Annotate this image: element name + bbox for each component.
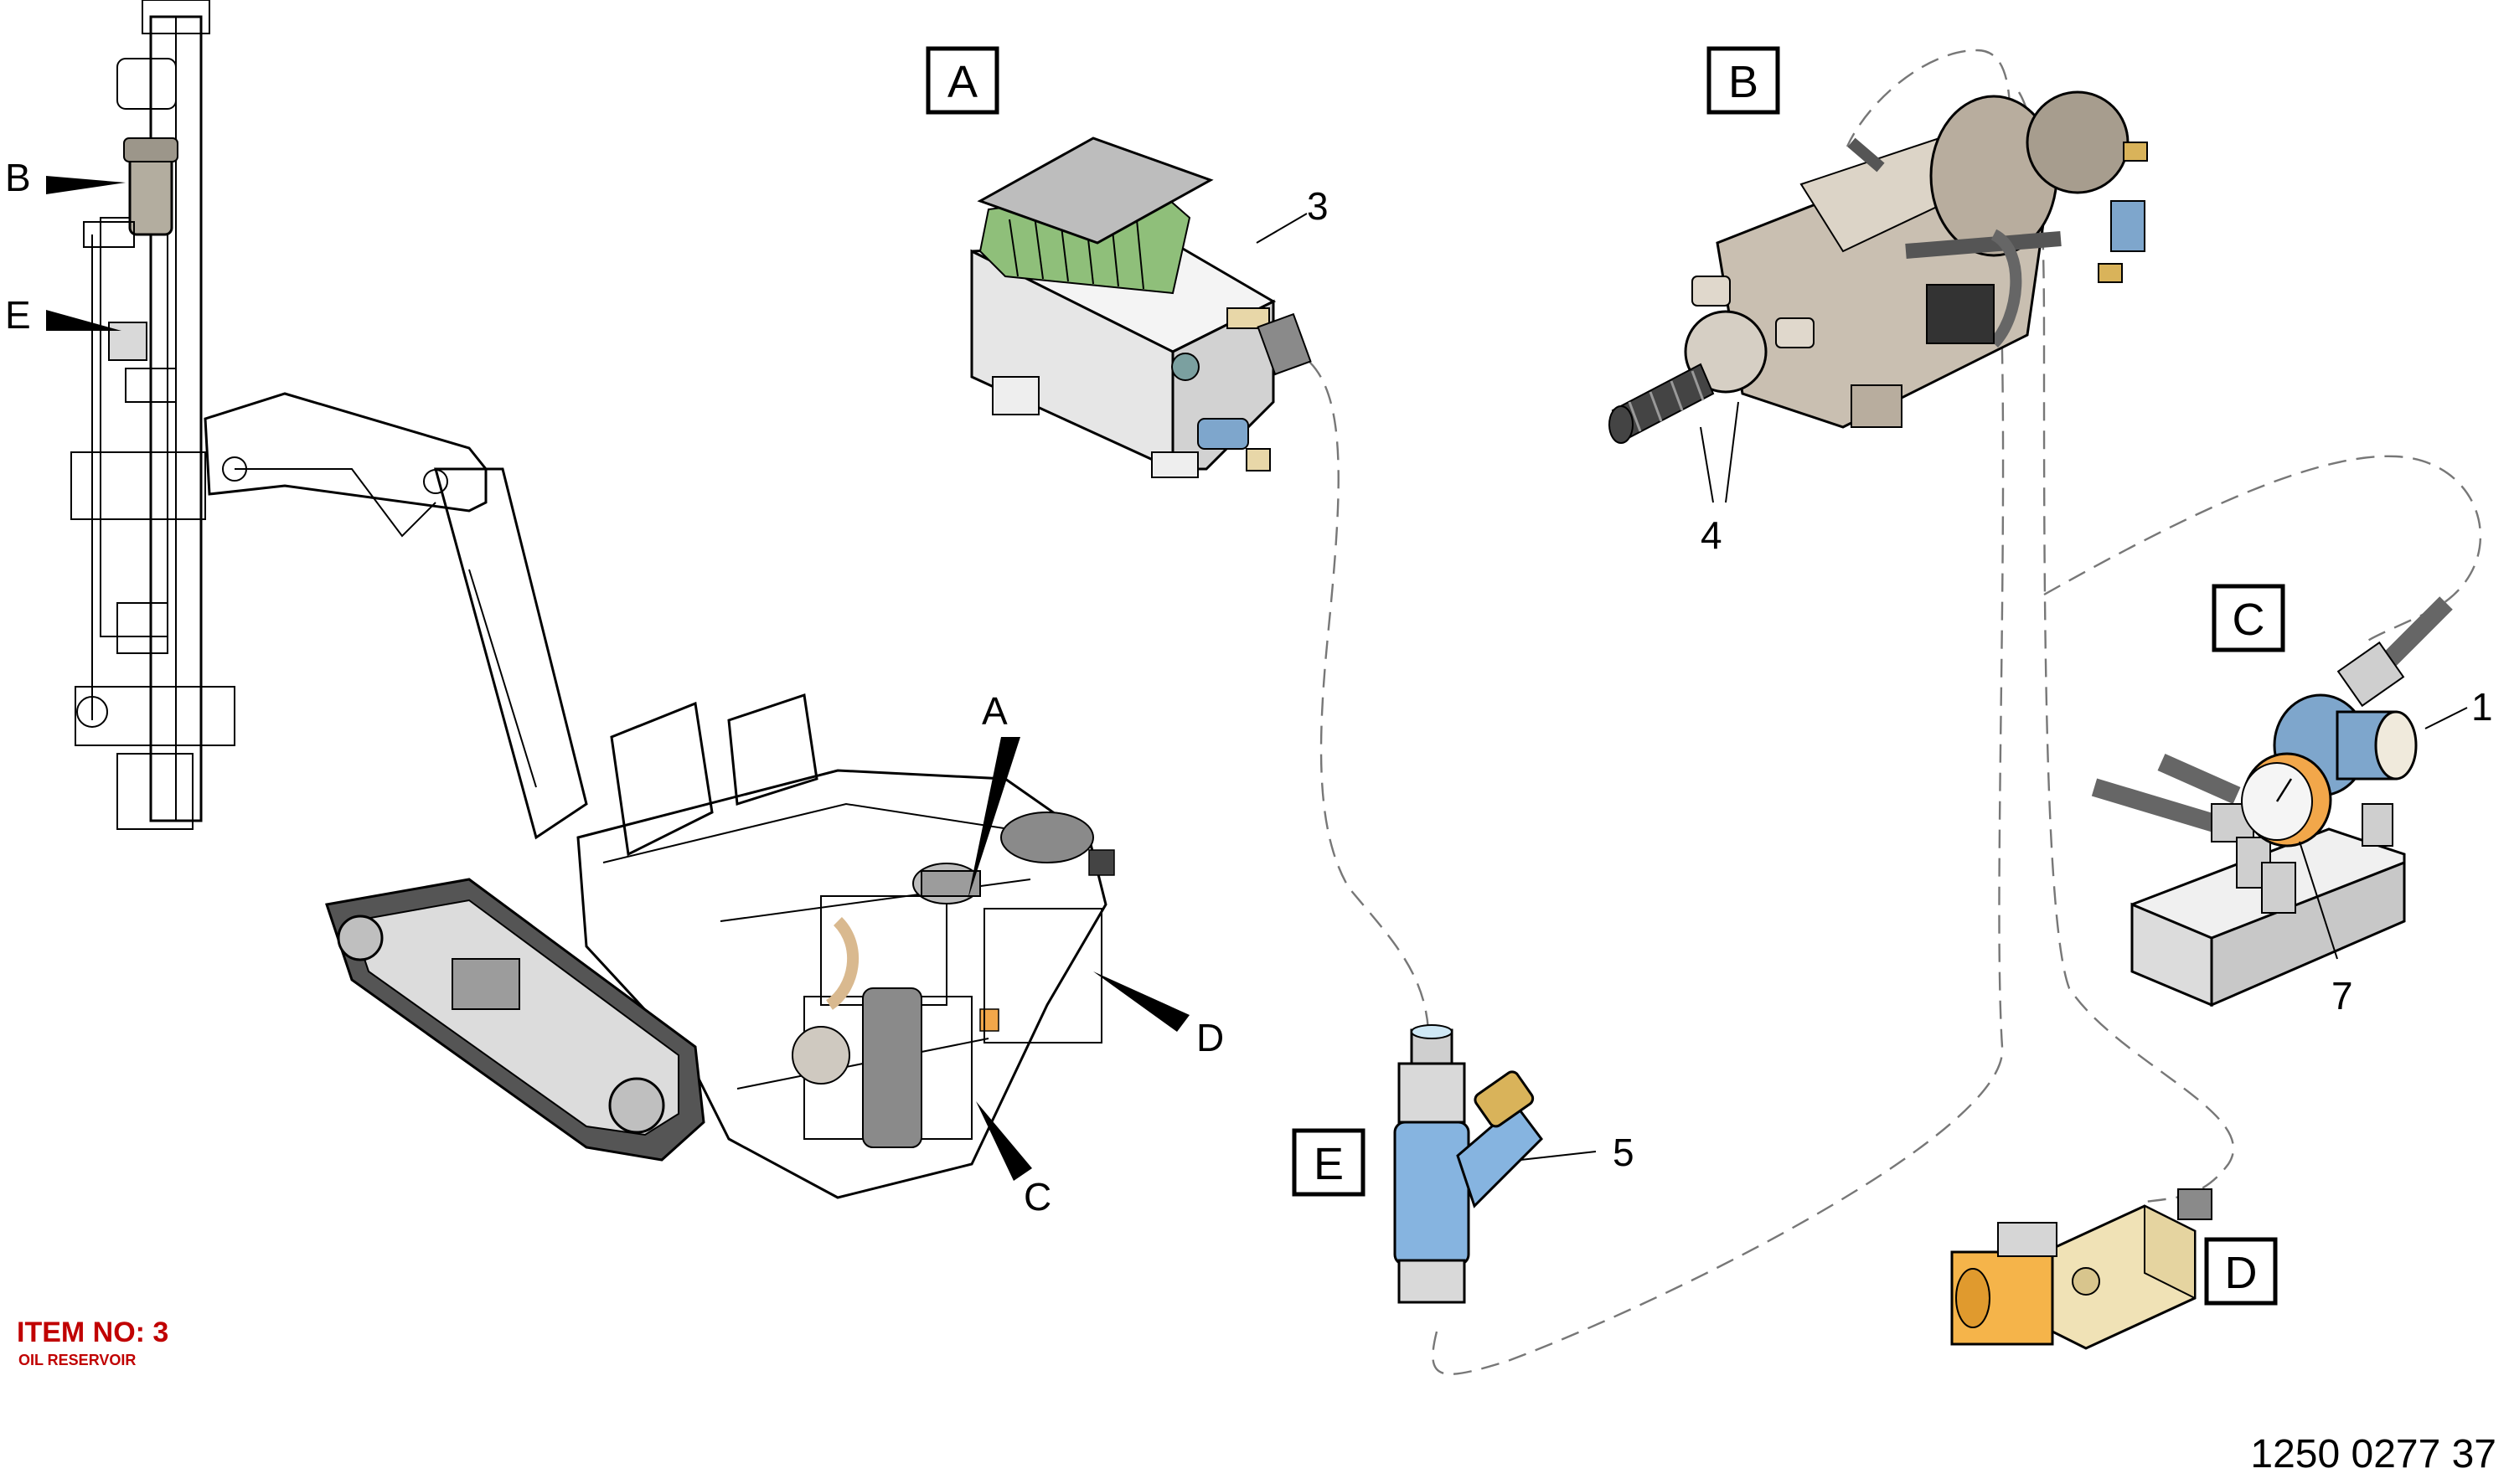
carrier-body (576, 693, 1115, 1199)
lubrication-line-valve-to-solenoid (2043, 455, 2482, 646)
machine-marker-a: A (968, 689, 1020, 900)
document-number: 1250 0277 37 (2250, 1432, 2496, 1476)
boom (204, 392, 588, 840)
machine-marker-d: D (1093, 971, 1224, 1059)
detail-box-e: E (1292, 1128, 1365, 1197)
item-number: ITEM NO: 3 (17, 1317, 168, 1348)
drill-rig-illustration (70, 0, 1115, 1199)
detail-a-label: A (947, 57, 978, 107)
detail-b-label: B (1728, 57, 1758, 107)
callout-5: 5 (1613, 1131, 1634, 1174)
callout-4: 4 (1701, 513, 1722, 557)
detail-e-line-filter: 5 (1393, 1024, 1634, 1304)
drill-chuck (1608, 363, 1715, 444)
detail-box-b: B (1706, 46, 1780, 115)
lubrication-line-filter-to-motor (1432, 49, 2011, 1375)
lubrication-line-reservoir-to-filter (1285, 346, 1430, 1031)
lubrication-line-motor-to-valve (2017, 91, 2235, 1203)
detail-d-solenoid-valve (1950, 1188, 2212, 1350)
marker-b-label: B (5, 156, 31, 199)
detail-box-d: D (2204, 1237, 2278, 1306)
machine-marker-e: E (5, 293, 121, 337)
detail-c-valve-manifold: 1 7 (2091, 596, 2493, 1018)
callout-3: 3 (1307, 184, 1329, 228)
detail-b-drill-motor: 4 (1608, 90, 2148, 557)
item-description: OIL RESERVOIR (18, 1352, 136, 1368)
detail-box-c: C (2212, 584, 2285, 652)
crawler-track (325, 878, 705, 1162)
pressure-gauge (2241, 752, 2332, 848)
mast-rotation-unit (83, 137, 178, 248)
detail-e-label: E (1314, 1139, 1344, 1189)
detail-a-oil-reservoir: 3 (970, 137, 1329, 478)
detail-box-a: A (926, 46, 999, 115)
marker-c-label: C (1024, 1175, 1051, 1219)
detail-c-label: C (2233, 595, 2265, 645)
mast (70, 0, 235, 830)
machine-marker-c: C (976, 1101, 1051, 1219)
callout-1: 1 (2471, 685, 2493, 729)
callout-7: 7 (2331, 974, 2353, 1018)
marker-e-label: E (5, 293, 31, 337)
mast-clamp (108, 322, 177, 403)
marker-d-label: D (1196, 1016, 1224, 1059)
item-note: ITEM NO: 3 OIL RESERVOIR (17, 1317, 168, 1368)
detail-d-label: D (2225, 1248, 2258, 1298)
machine-marker-b: B (5, 156, 126, 199)
marker-a-label: A (982, 689, 1008, 733)
